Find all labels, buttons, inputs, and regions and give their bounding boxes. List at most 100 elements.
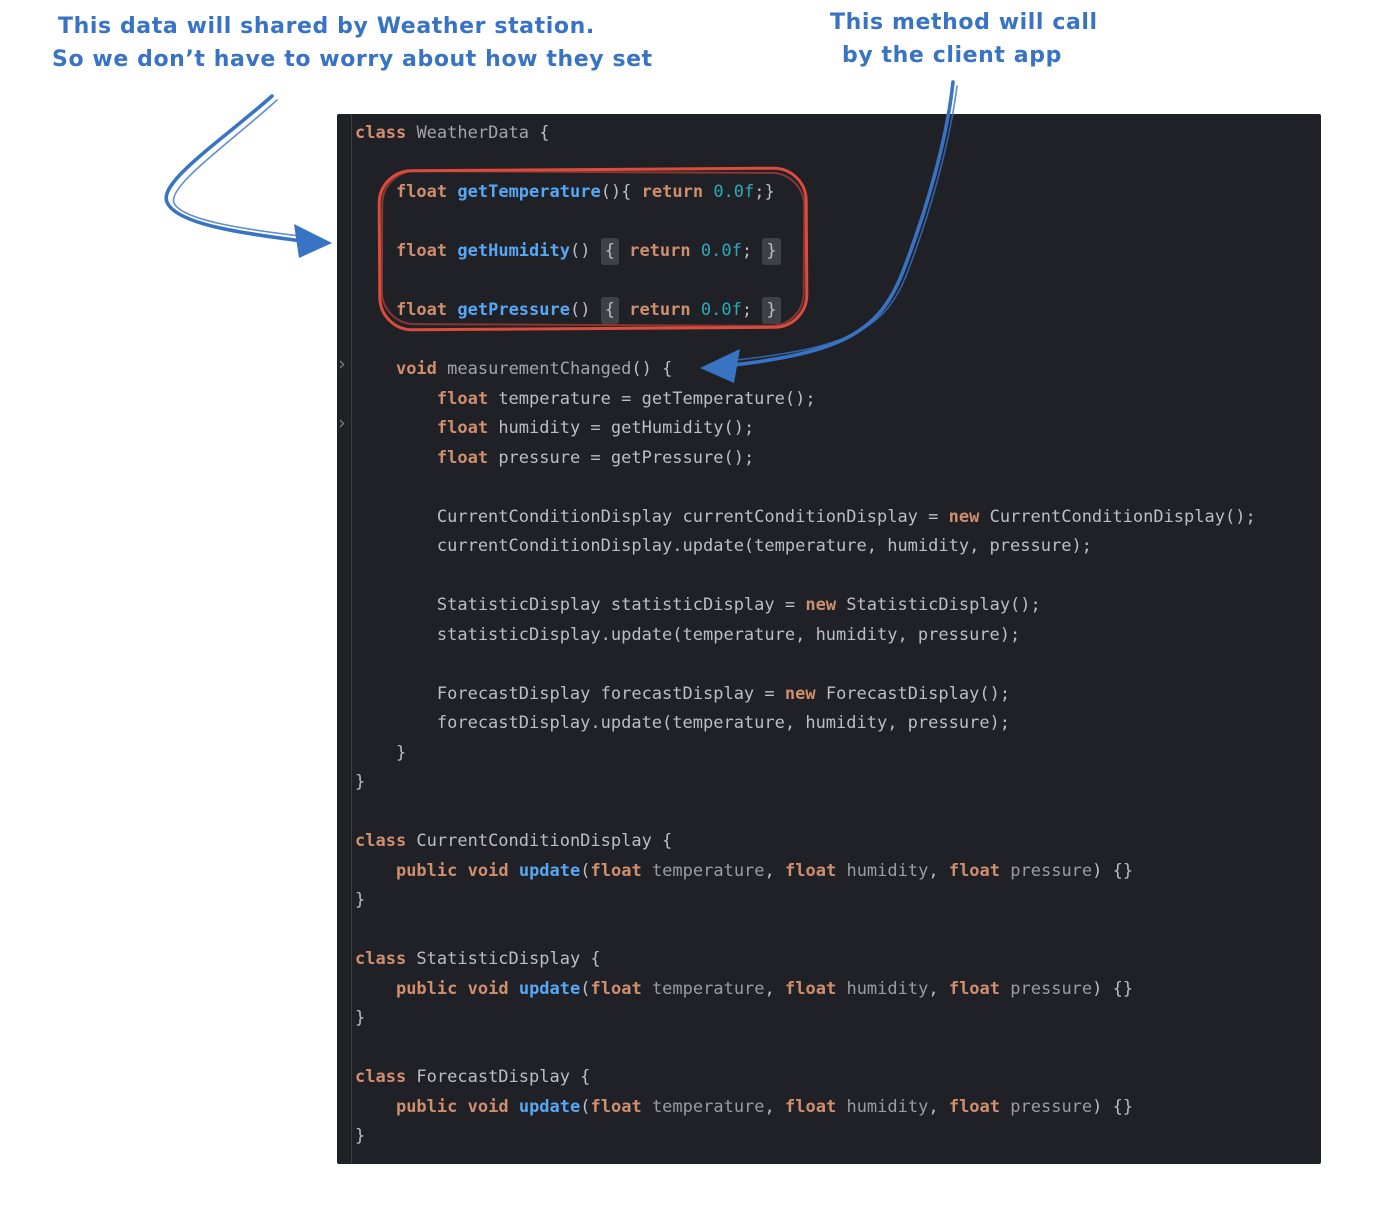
code-token: public (395, 860, 458, 881)
code-token: temperature (651, 860, 765, 881)
code-line[interactable]: class WeatherData { (355, 119, 1317, 149)
code-line[interactable] (355, 1034, 1317, 1064)
code-token: float (436, 447, 489, 468)
code-line[interactable]: } (355, 768, 1317, 798)
code-line[interactable] (355, 798, 1317, 828)
code-line[interactable] (355, 267, 1317, 297)
code-token (355, 182, 396, 202)
code-token: float (590, 978, 642, 999)
code-line[interactable]: statisticDisplay.update(temperature, hum… (355, 621, 1317, 651)
code-line[interactable]: float getHumidity() { return 0.0f; } (355, 237, 1317, 267)
code-token (355, 861, 396, 881)
code-token: forecastDisplay.update(temperature, humi… (355, 713, 1011, 733)
code-token: public (395, 978, 458, 999)
code-token: ) {} (1092, 978, 1134, 999)
code-token: float (590, 860, 642, 881)
code-token: } (762, 297, 781, 324)
code-token (447, 300, 457, 320)
code-token: new (784, 683, 816, 704)
code-token: update (518, 978, 581, 999)
code-line[interactable]: class ForecastDisplay { (355, 1063, 1317, 1093)
code-token: class (355, 831, 407, 851)
right-annotation: This method will call by the client app (830, 6, 1098, 72)
left-annotation-line1: This data will shared by Weather station… (58, 14, 595, 39)
code-token: (){ (600, 182, 642, 202)
code-token: return (629, 241, 691, 261)
code-token (642, 1097, 652, 1117)
code-token (1000, 861, 1010, 881)
code-line[interactable]: CurrentConditionDisplay currentCondition… (355, 503, 1317, 533)
code-line[interactable]: public void update(float temperature, fl… (355, 1093, 1317, 1123)
fold-chevron-icon[interactable]: › (336, 353, 348, 375)
code-token (836, 979, 846, 999)
code-token: float (590, 1096, 642, 1117)
code-token: float (395, 241, 448, 261)
code-token: 0.0f (700, 300, 742, 320)
code-line[interactable] (355, 562, 1317, 592)
code-token: pressure (1010, 860, 1093, 881)
code-line[interactable]: public void update(float temperature, fl… (355, 975, 1317, 1005)
code-line[interactable] (355, 916, 1317, 946)
code-line[interactable]: float humidity = getHumidity(); (355, 414, 1317, 444)
code-line[interactable]: } (355, 739, 1317, 769)
code-line[interactable]: class StatisticDisplay { (355, 945, 1317, 975)
code-token: () { (631, 359, 673, 379)
code-token: WeatherData (416, 123, 530, 143)
code-token: float (785, 860, 837, 881)
code-token: , (928, 860, 949, 881)
code-line[interactable]: } (355, 1004, 1317, 1034)
code-token: getPressure (457, 300, 570, 320)
code-token (1000, 979, 1010, 999)
code-line[interactable]: } (355, 1122, 1317, 1152)
code-line[interactable]: forecastDisplay.update(temperature, humi… (355, 709, 1317, 739)
code-token: , (764, 860, 786, 881)
code-token: , (928, 1096, 949, 1117)
gutter-divider (351, 114, 352, 1164)
code-line[interactable]: class CurrentConditionDisplay { (355, 827, 1317, 857)
code-line[interactable]: float pressure = getPressure(); (355, 444, 1317, 474)
code-token: ForecastDisplay(); (815, 683, 1011, 704)
left-arrow-icon (164, 94, 332, 258)
code-token: void (467, 860, 509, 881)
code-line[interactable]: float getPressure() { return 0.0f; } (355, 296, 1317, 326)
code-token: new (805, 595, 837, 615)
code-token: float (948, 860, 1001, 881)
code-token (355, 979, 396, 999)
code-token (1000, 1097, 1010, 1117)
code-token: temperature = getTemperature(); (488, 388, 816, 409)
code-token: humidity = getHumidity(); (488, 418, 755, 438)
code-token (691, 241, 701, 261)
code-token: pressure (1010, 1096, 1093, 1117)
code-token (447, 182, 457, 202)
code-line[interactable] (355, 650, 1317, 680)
code-token: update (518, 860, 581, 881)
code-line[interactable]: ForecastDisplay forecastDisplay = new Fo… (355, 680, 1317, 710)
code-line[interactable]: } (355, 886, 1317, 916)
code-line[interactable]: currentConditionDisplay.update(temperatu… (355, 532, 1317, 562)
code-token: pressure = getPressure(); (488, 447, 755, 468)
code-editor-panel[interactable]: › › class WeatherData { float getTempera… (336, 114, 1321, 1164)
code-token: { (600, 297, 619, 324)
code-token: ; (741, 241, 763, 261)
code-line[interactable]: public void update(float temperature, fl… (355, 857, 1317, 887)
code-line[interactable] (355, 473, 1317, 503)
code-line[interactable]: float getTemperature(){ return 0.0f;} (355, 178, 1317, 208)
code-token (355, 300, 396, 320)
right-annotation-line1: This method will call (830, 10, 1098, 35)
left-annotation: This data will shared by Weather station… (52, 10, 653, 76)
code-line[interactable]: StatisticDisplay statisticDisplay = new … (355, 591, 1317, 621)
code-line[interactable] (355, 208, 1317, 238)
code-line[interactable]: void measurementChanged() { (355, 355, 1317, 385)
code-token: public (395, 1096, 458, 1117)
code-token: StatisticDisplay statisticDisplay = (355, 595, 806, 615)
code-token: class (355, 949, 407, 969)
code-token: ) {} (1092, 1096, 1134, 1117)
code-line[interactable] (355, 149, 1317, 179)
code-token: void (467, 1096, 509, 1117)
code-token (509, 979, 519, 999)
code-line[interactable] (355, 326, 1317, 356)
code-token: getHumidity (457, 241, 570, 261)
fold-chevron-icon[interactable]: › (336, 412, 348, 434)
code-token (457, 861, 467, 881)
code-line[interactable]: float temperature = getTemperature(); (355, 385, 1317, 415)
